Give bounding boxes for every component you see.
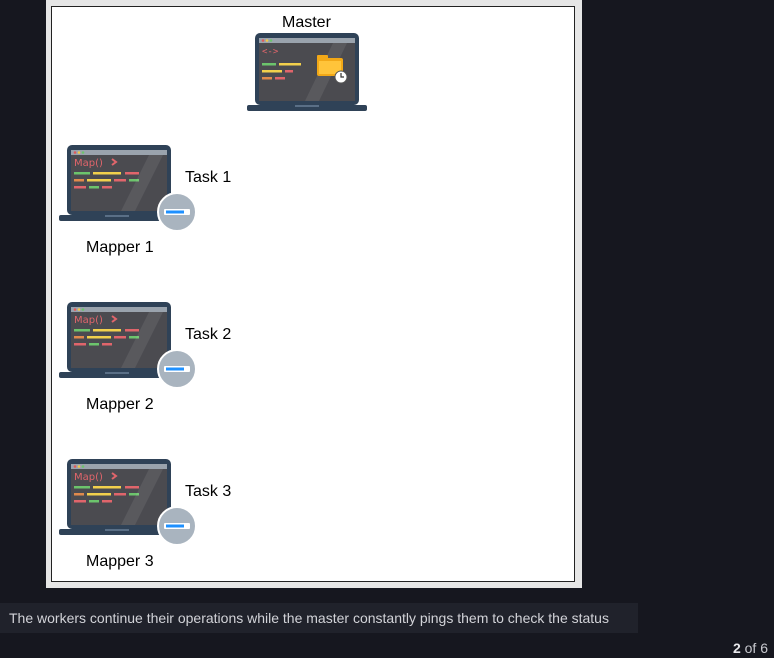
mapper-laptop-icon: Map() <box>59 145 197 232</box>
master-laptop-icon: <-> <box>247 33 367 111</box>
slide-caption: The workers continue their operations wh… <box>0 603 638 633</box>
pager-current: 2 <box>732 640 741 656</box>
pager-total: of 6 <box>740 640 768 656</box>
svg-text:Map(): Map() <box>74 158 103 169</box>
diagram-stage: Master <-> <box>46 0 582 588</box>
slide-pager: 2 of 6 <box>733 640 768 656</box>
task-label: Task 1 <box>185 169 232 186</box>
mapper-laptop-icon: Map() <box>59 302 197 389</box>
mapper-node-3: Map() Task 3 Mapper 3 <box>52 457 292 607</box>
master-label: Master <box>282 14 331 31</box>
mapper-label: Mapper 3 <box>86 553 154 570</box>
task-label: Task 2 <box>185 326 232 343</box>
mapper-label: Mapper 1 <box>86 239 154 256</box>
svg-text:Map(): Map() <box>74 315 103 326</box>
diagram-canvas: Master <-> <box>51 6 575 582</box>
mapper-node-1: Map() Task 1 Mapper 1 <box>52 143 292 293</box>
svg-text:Map(): Map() <box>74 472 103 483</box>
mapper-node-2: Map() Task 2 Mapper 2 <box>52 300 292 450</box>
task-label: Task 3 <box>185 483 232 500</box>
mapper-laptop-icon: Map() <box>59 459 197 546</box>
svg-text:<->: <-> <box>262 47 279 57</box>
mapper-label: Mapper 2 <box>86 396 154 413</box>
